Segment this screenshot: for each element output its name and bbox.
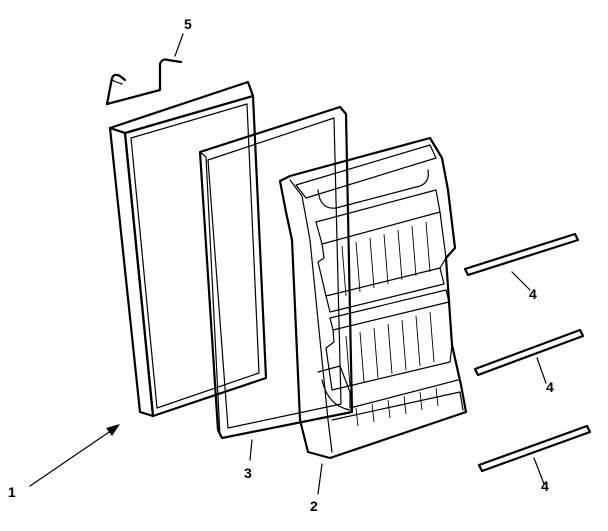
shelf-bar-top: [463, 232, 580, 277]
shelf-bars-part: [463, 232, 592, 473]
shelf-bar-bottom: [477, 424, 592, 473]
callout-shelf-bar-1: 4: [529, 286, 537, 302]
callout-door-gasket: 3: [244, 465, 252, 481]
leader-4b: [536, 357, 547, 384]
outer-door-panel: [108, 80, 268, 418]
leader-4a: [511, 271, 531, 291]
leader-1-arrowhead: [106, 424, 120, 436]
callout-shelf-bar-3: 4: [541, 478, 549, 494]
callout-shelf-bar-2: 4: [546, 379, 554, 395]
door-liner-part: [278, 136, 468, 460]
door-gasket-part: [198, 105, 354, 440]
callout-door-handle: 5: [184, 16, 192, 32]
door-handle-part: [105, 58, 183, 106]
leader-5: [174, 33, 184, 57]
leader-3: [249, 439, 253, 461]
leader-4c: [533, 457, 545, 485]
leader-2: [317, 463, 323, 495]
shelf-bar-middle: [473, 328, 585, 377]
callout-door-assembly: 1: [8, 484, 16, 500]
leader-1: [29, 427, 116, 487]
callout-door-liner: 2: [310, 498, 318, 514]
leader-lines: [29, 33, 547, 495]
